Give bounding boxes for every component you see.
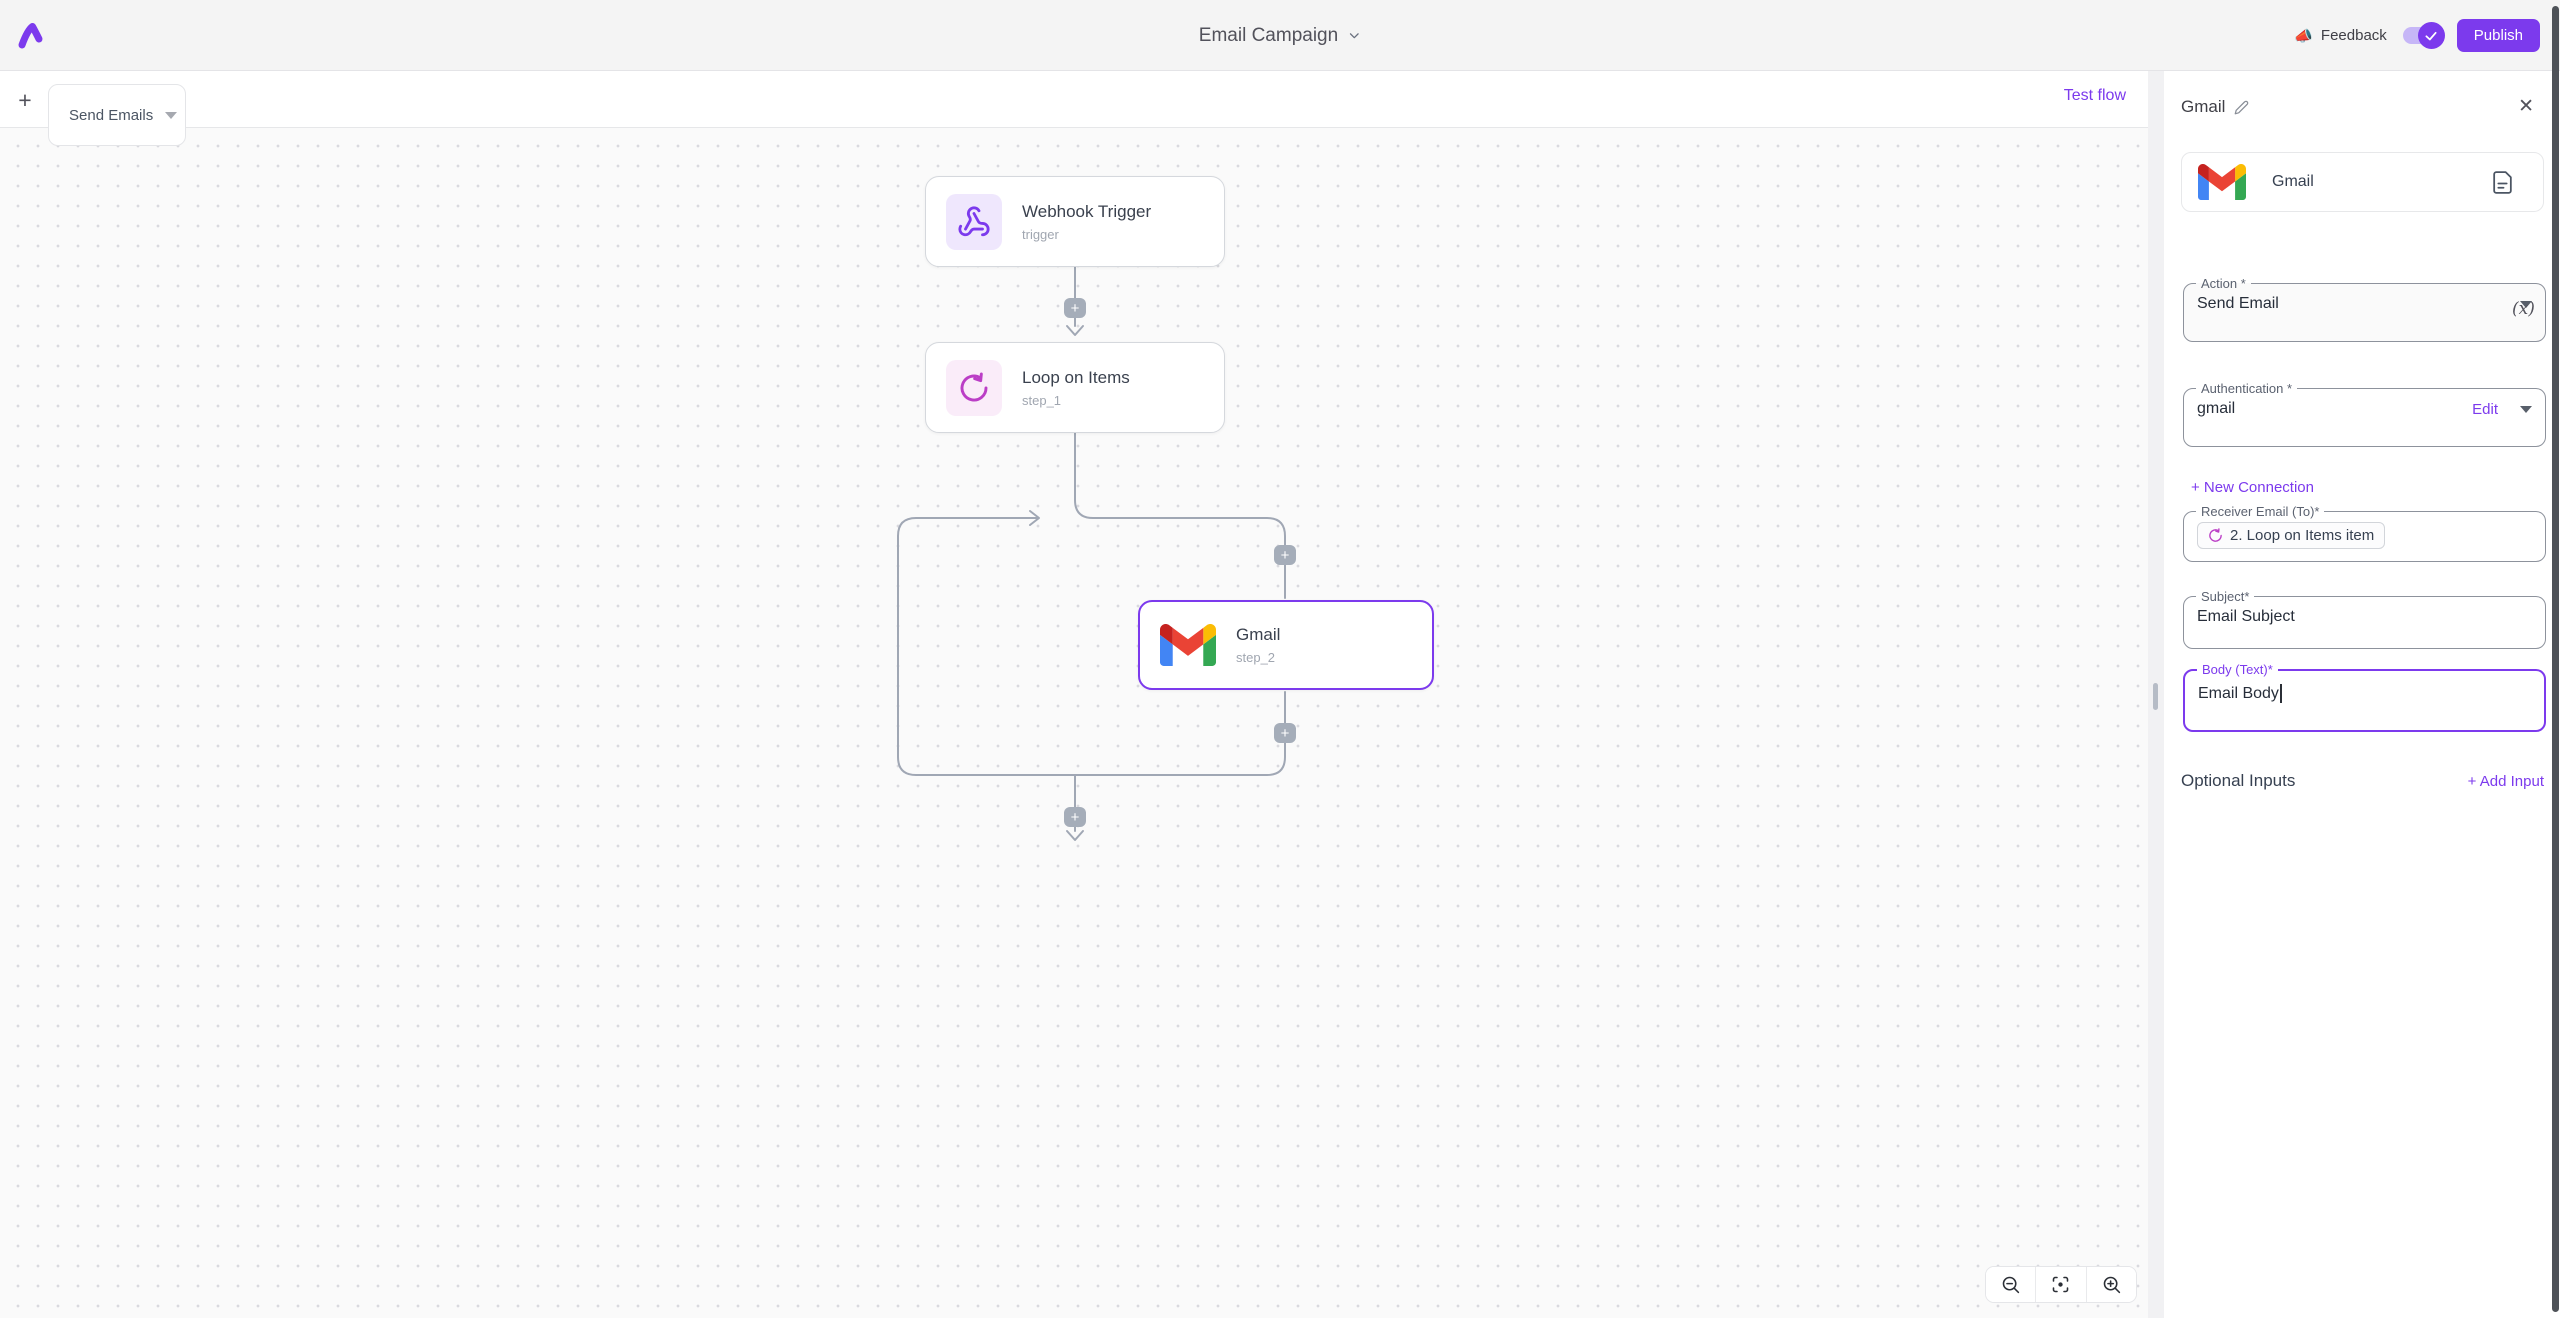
fit-view-button[interactable] bbox=[2035, 1267, 2086, 1302]
loop-icon bbox=[2209, 528, 2222, 542]
publish-button[interactable]: Publish bbox=[2456, 19, 2540, 52]
body-text-value: Email Body bbox=[2198, 684, 2279, 702]
app-card: Gmail bbox=[2181, 152, 2544, 212]
canvas-zoom-controls bbox=[1985, 1266, 2137, 1303]
authentication-value: gmail bbox=[2197, 400, 2236, 417]
toggle-thumb bbox=[2417, 22, 2445, 49]
window-scrollbar[interactable] bbox=[2552, 6, 2559, 1312]
close-panel-button[interactable]: ✕ bbox=[2518, 96, 2534, 117]
add-flow-button[interactable]: + bbox=[18, 86, 32, 113]
node-loop-on-items[interactable]: Loop on Items step_1 bbox=[925, 342, 1225, 433]
chevron-down-icon bbox=[2520, 405, 2532, 413]
optional-inputs-row: Optional Inputs + Add Input bbox=[2181, 771, 2544, 791]
action-value: Send Email bbox=[2197, 295, 2279, 312]
insert-variable-button[interactable]: (x) bbox=[2512, 299, 2535, 319]
loop-icon bbox=[946, 359, 1002, 416]
canvas-header: + Test flow bbox=[0, 71, 2148, 128]
check-icon bbox=[2425, 31, 2437, 40]
add-step-button[interactable]: + bbox=[1274, 545, 1296, 565]
add-step-button[interactable]: + bbox=[1064, 807, 1086, 827]
subject-label: Subject* bbox=[2201, 589, 2250, 604]
flow-enabled-toggle[interactable] bbox=[2402, 22, 2445, 49]
gmail-icon bbox=[1160, 624, 1216, 666]
node-title: Webhook Trigger bbox=[1022, 201, 1152, 221]
activepieces-logo bbox=[18, 23, 43, 49]
node-subtitle: step_2 bbox=[1236, 650, 1276, 665]
subject-field[interactable]: Subject* Email Subject bbox=[2183, 589, 2546, 649]
panel-title: Gmail bbox=[2181, 97, 2226, 116]
chevron-down-icon bbox=[1350, 33, 1360, 39]
zoom-out-icon bbox=[2002, 1276, 2020, 1294]
chip-label: 2. Loop on Items item bbox=[2230, 527, 2375, 544]
tab-dropdown-icon bbox=[165, 111, 178, 119]
flow-tab-label: Send Emails bbox=[69, 106, 154, 124]
body-text-field[interactable]: Body (Text)* Email Body bbox=[2183, 662, 2546, 732]
node-title: Loop on Items bbox=[1022, 367, 1130, 387]
feedback-button[interactable]: 📣 Feedback bbox=[2294, 27, 2387, 45]
new-connection-link[interactable]: + New Connection bbox=[2191, 479, 2314, 496]
add-step-button[interactable]: + bbox=[1064, 298, 1086, 318]
topbar-actions: 📣 Feedback Publish bbox=[2294, 0, 2540, 71]
app-name: Gmail bbox=[2272, 173, 2314, 190]
flow-tab-send-emails[interactable]: Send Emails bbox=[48, 84, 186, 146]
receiver-email-label: Receiver Email (To)* bbox=[2201, 504, 2320, 519]
node-gmail[interactable]: Gmail step_2 bbox=[1138, 600, 1434, 690]
optional-inputs-label: Optional Inputs bbox=[2181, 771, 2296, 790]
zoom-in-button[interactable] bbox=[2085, 1267, 2136, 1302]
gmail-icon bbox=[2198, 164, 2246, 200]
webhook-icon bbox=[946, 193, 1002, 250]
text-cursor bbox=[2279, 684, 2282, 703]
action-select[interactable]: Action * Send Email bbox=[2183, 276, 2546, 342]
rename-pencil-icon[interactable] bbox=[2234, 100, 2249, 115]
docs-icon[interactable] bbox=[2490, 170, 2515, 195]
panel-divider bbox=[2148, 71, 2164, 1318]
edit-connection-link[interactable]: Edit bbox=[2472, 400, 2498, 418]
fit-view-icon bbox=[2053, 1276, 2069, 1293]
body-text-label: Body (Text)* bbox=[2202, 662, 2273, 677]
authentication-label: Authentication * bbox=[2201, 381, 2293, 396]
authentication-select[interactable]: Authentication * gmail Edit bbox=[2183, 381, 2546, 447]
test-flow-link[interactable]: Test flow bbox=[2063, 87, 2126, 104]
variable-chip[interactable]: 2. Loop on Items item bbox=[2197, 522, 2386, 549]
panel-title-row: Gmail bbox=[2181, 97, 2249, 117]
node-subtitle: trigger bbox=[1022, 226, 1059, 242]
zoom-out-button[interactable] bbox=[1986, 1267, 2036, 1302]
node-webhook-trigger[interactable]: Webhook Trigger trigger bbox=[925, 176, 1225, 267]
node-subtitle: step_1 bbox=[1022, 392, 1062, 408]
panel-resize-handle[interactable] bbox=[2153, 683, 2158, 710]
action-label: Action * bbox=[2201, 276, 2246, 291]
step-settings-panel: Gmail ✕ Gmail Action * Send Email (x) Au… bbox=[2164, 71, 2560, 1318]
top-bar: Email Campaign 📣 Feedback Publish bbox=[0, 0, 2560, 71]
megaphone-icon: 📣 bbox=[2294, 27, 2313, 45]
zoom-in-icon bbox=[2103, 1276, 2120, 1294]
add-step-button[interactable]: + bbox=[1274, 723, 1296, 743]
chevron-down-icon bbox=[2520, 300, 2532, 308]
flow-title: Email Campaign bbox=[1198, 24, 1339, 46]
receiver-email-field[interactable]: Receiver Email (To)* 2. Loop on Items it… bbox=[2183, 504, 2546, 562]
flow-title-dropdown[interactable]: Email Campaign bbox=[1199, 0, 1361, 71]
subject-value: Email Subject bbox=[2197, 608, 2295, 625]
node-title: Gmail bbox=[1236, 625, 1281, 644]
add-input-link[interactable]: + Add Input bbox=[2467, 772, 2544, 790]
feedback-label: Feedback bbox=[2320, 27, 2387, 44]
